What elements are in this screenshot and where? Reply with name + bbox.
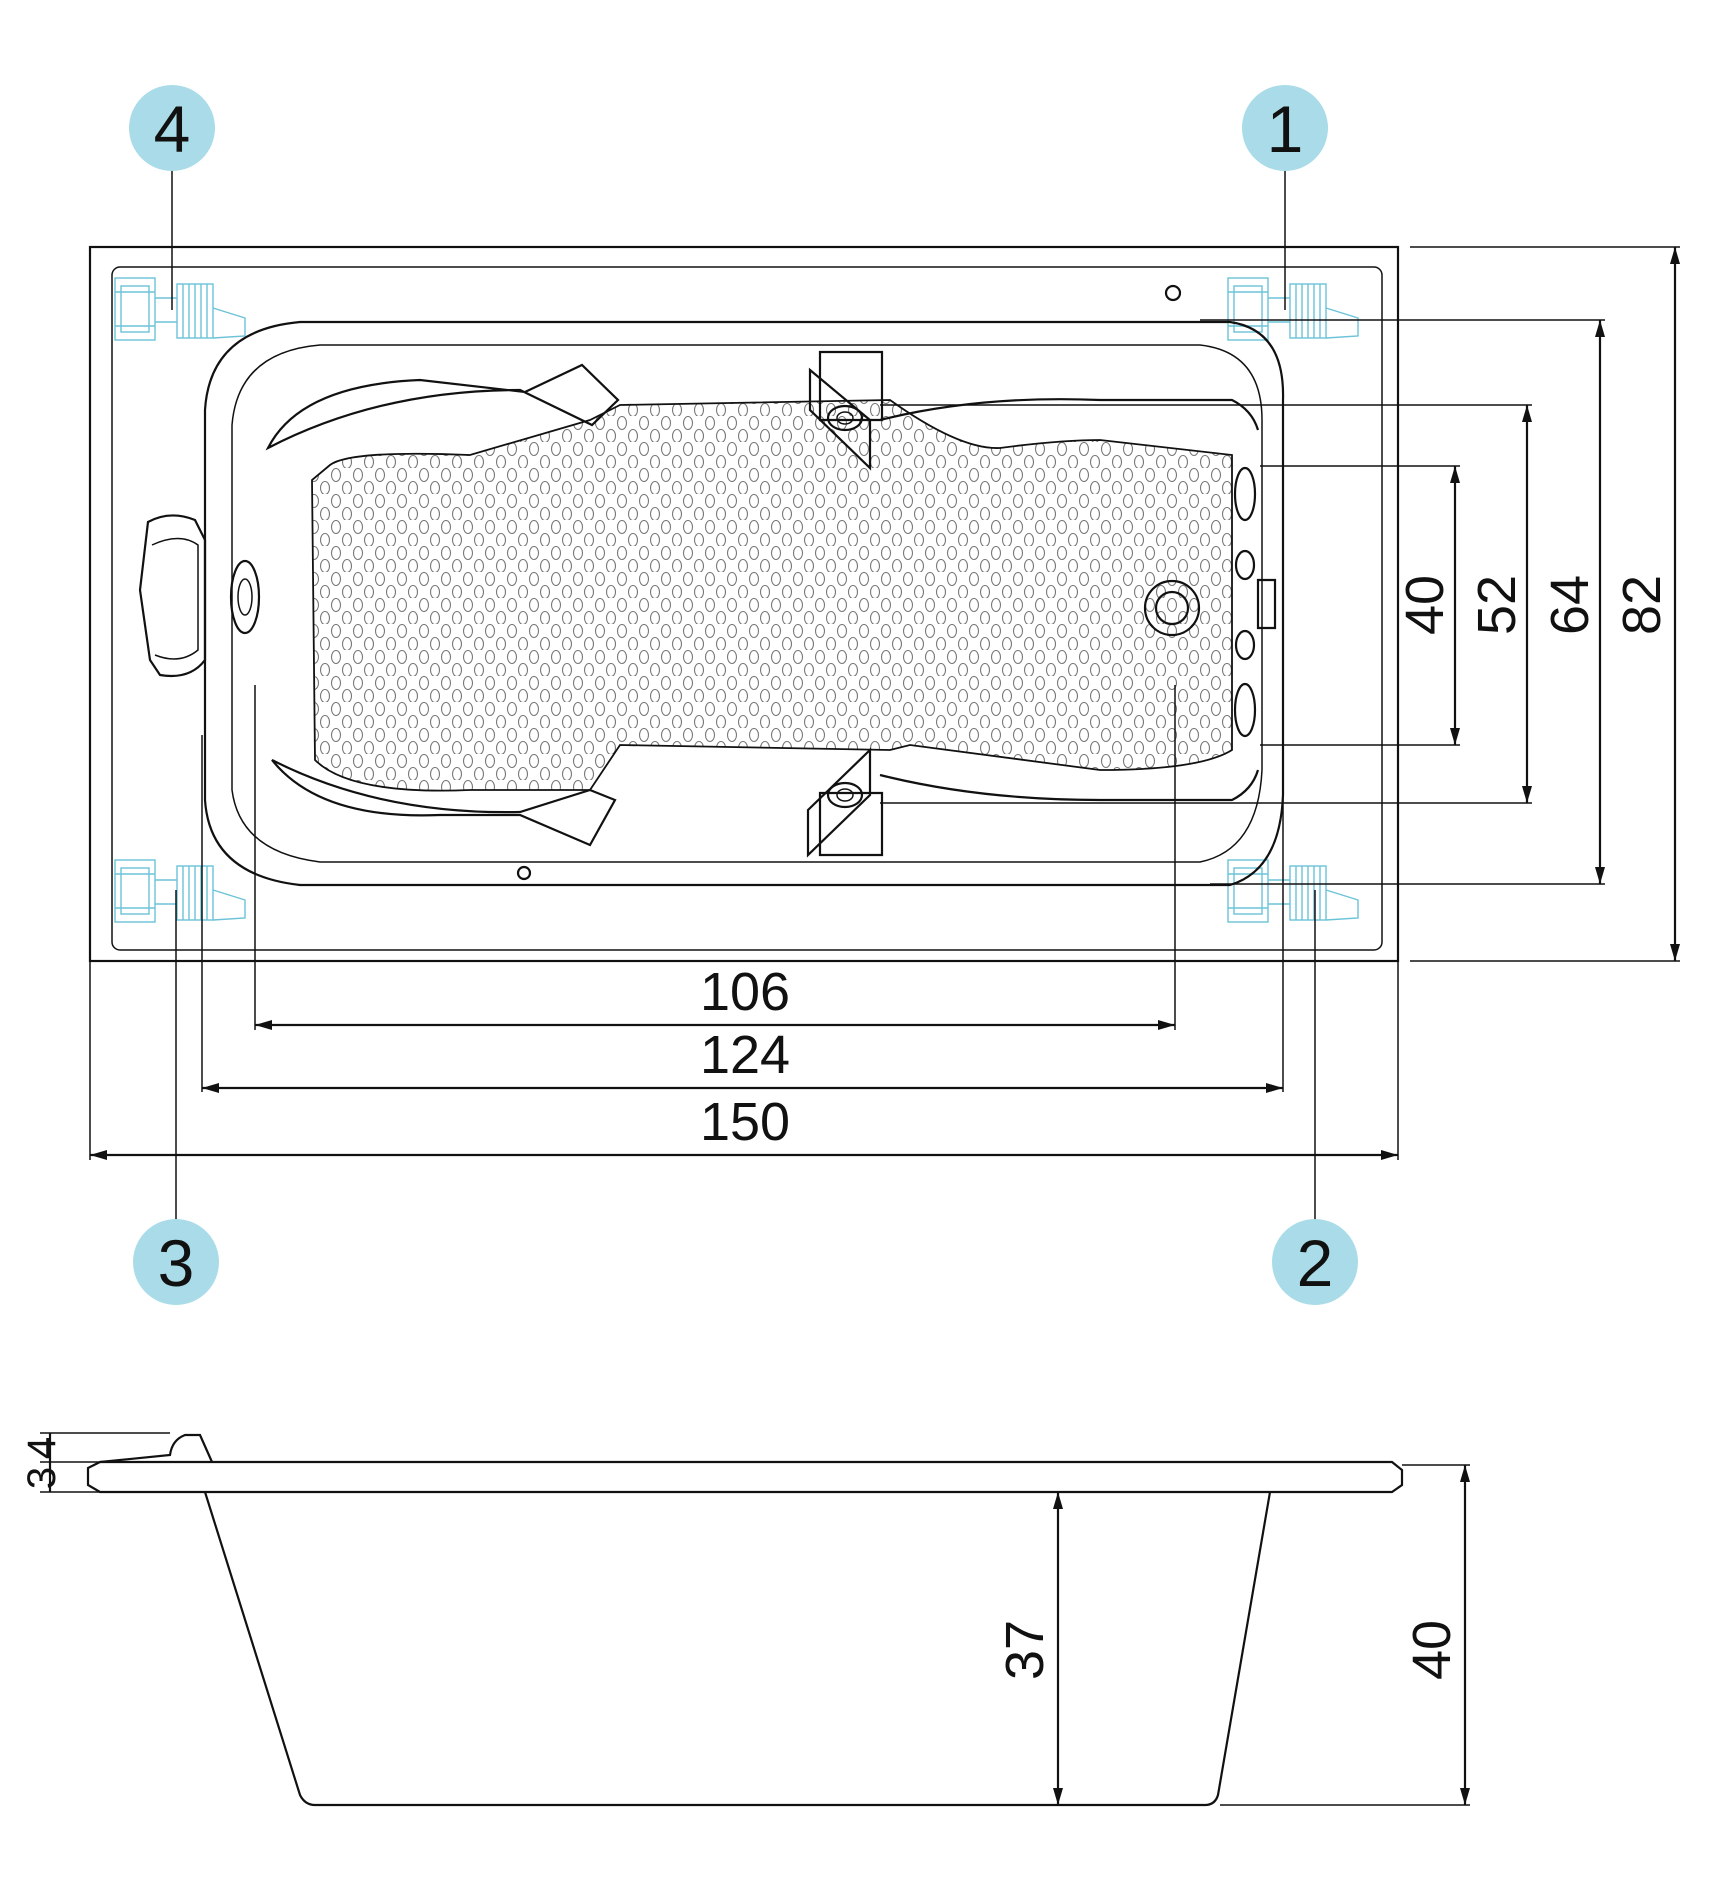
armrest-upper-right [879,398,1260,431]
side-basin [203,1491,1272,1807]
dim-40: 40 [1395,575,1455,635]
marker-3: 3 [133,1219,219,1305]
tub-inner-rim [111,266,1383,951]
small-hole-icon [516,865,532,881]
dim-37: 37 [995,1620,1055,1680]
marker-1: 1 [1242,85,1328,171]
top-view: 106 124 150 40 52 64 82 [88,245,1680,1160]
side-rim [86,1460,1404,1494]
dim-124: 124 [700,1025,790,1085]
side-view: 3 4 37 40 [20,1432,1470,1807]
side-headrest [99,1433,214,1464]
marker-4: 4 [129,85,215,171]
marker-2: 2 [1272,1219,1358,1305]
dim-150: 150 [700,1092,790,1152]
tub-outer-rim [88,245,1400,963]
headrest-inner [151,537,199,660]
dim-line-vertical [1450,247,1680,961]
grab-block-lower [806,747,884,858]
drain-icon [1143,579,1201,637]
armrest-upper-left [265,363,620,451]
dim-line-horizontal [90,1020,1398,1160]
support-leg-bottom-right [1227,859,1359,923]
tub-basin-inner-lip [231,344,1263,863]
armrest-lower-right [879,769,1260,802]
support-leg-top-left [114,277,246,341]
support-leg-top-right [1227,277,1359,341]
overflow-hole-icon [1164,284,1182,302]
leg-markers: 4 1 3 2 [129,85,1358,1305]
dim-82: 82 [1612,575,1672,635]
support-leg-bottom-left [114,859,246,923]
dim-64: 64 [1540,575,1600,635]
dim-4: 4 [20,1437,64,1459]
grab-block-upper [808,350,884,471]
jets-right-icon [1233,466,1277,738]
marker-1-label: 1 [1267,92,1304,166]
marker-4-label: 4 [154,92,191,166]
marker-3-label: 3 [158,1226,195,1300]
armrest-lower-left [271,759,617,847]
headrest [138,514,207,678]
tub-basin-outline [203,320,1285,887]
textured-floor [311,399,1233,792]
marker-2-label: 2 [1297,1226,1334,1300]
dim-106: 106 [700,962,790,1022]
jet-left-icon [229,559,261,635]
dim-40-height: 40 [1402,1620,1462,1680]
dim-3: 3 [20,1467,64,1489]
dim-52: 52 [1467,575,1527,635]
